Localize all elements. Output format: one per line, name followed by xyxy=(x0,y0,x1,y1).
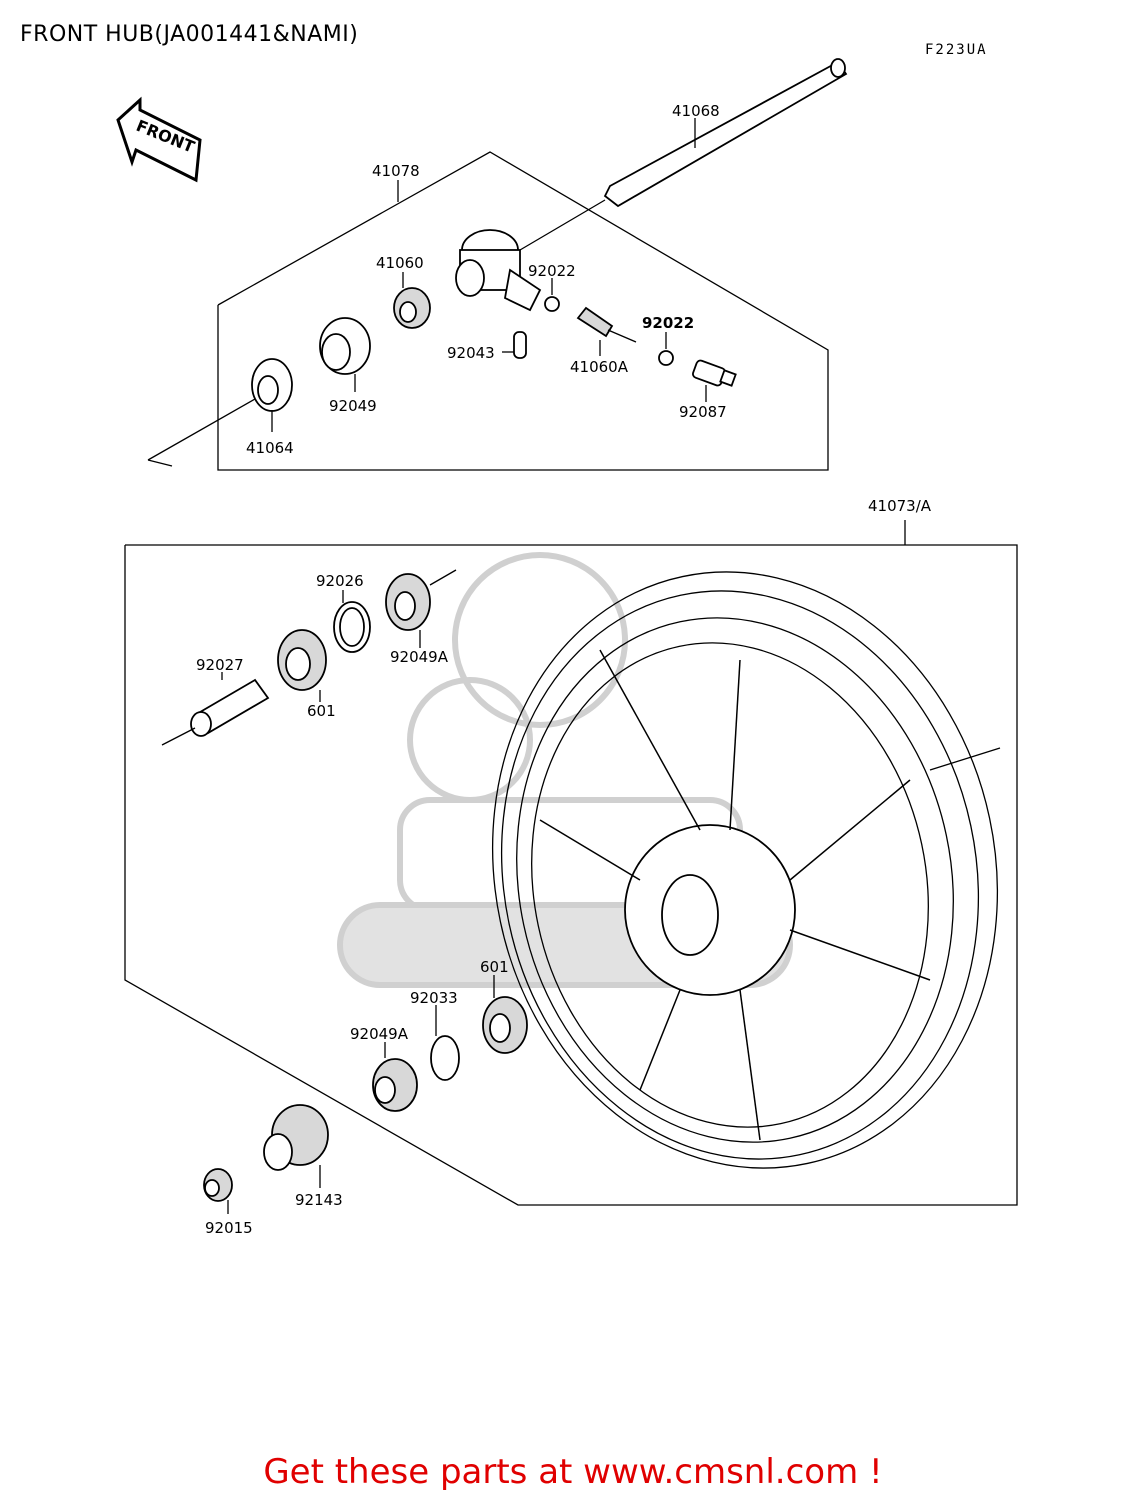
part-92143-collar xyxy=(263,1104,329,1188)
footer-link-text[interactable]: Get these parts at www.cmsnl.com ! xyxy=(263,1452,883,1492)
part-92022-washer-b xyxy=(658,350,674,366)
label-92015: 92015 xyxy=(205,1219,253,1237)
label-92033: 92033 xyxy=(410,989,458,1007)
label-41060a: 41060A xyxy=(570,358,629,376)
part-92049a-oil-seal-bottom xyxy=(372,1042,418,1112)
diagram-code: F223UA xyxy=(925,42,988,58)
part-41060-gear xyxy=(393,272,431,329)
label-92049a-bottom: 92049A xyxy=(350,1025,409,1043)
page-title: FRONT HUB(JA001441&NAMI) xyxy=(20,22,359,47)
part-92087-bushing xyxy=(692,359,737,402)
part-92015-nut xyxy=(203,1168,233,1214)
label-601-bottom: 601 xyxy=(480,958,509,976)
label-92022-b: 92022 xyxy=(642,314,694,332)
label-92087: 92087 xyxy=(679,403,727,421)
label-92049: 92049 xyxy=(329,397,377,415)
label-92043: 92043 xyxy=(447,344,495,362)
part-92026-circlip xyxy=(333,590,371,653)
label-41073: 41073/A xyxy=(868,497,932,515)
part-41064-retainer xyxy=(251,358,293,432)
label-92022-a: 92022 xyxy=(528,262,576,280)
part-92033-circlip xyxy=(430,1005,460,1081)
part-601-bearing-top xyxy=(277,629,327,702)
label-41060: 41060 xyxy=(376,254,424,272)
part-92027-spacer xyxy=(161,672,270,746)
part-41068-axle xyxy=(519,58,848,251)
front-arrow-icon: FRONT xyxy=(116,96,202,183)
label-41078: 41078 xyxy=(372,162,420,180)
part-92043-pin xyxy=(502,331,527,359)
label-601-top: 601 xyxy=(307,702,336,720)
label-41064: 41064 xyxy=(246,439,294,457)
part-601-bearing-bottom xyxy=(482,975,528,1054)
part-gear-housing xyxy=(455,229,542,312)
part-92022-washer-a xyxy=(544,296,560,312)
label-41068: 41068 xyxy=(672,102,720,120)
label-92026: 92026 xyxy=(316,572,364,590)
part-41073-wheel xyxy=(491,571,1001,1169)
part-92049-oil-seal xyxy=(319,317,371,392)
label-92049a-top: 92049A xyxy=(390,648,449,666)
label-92143: 92143 xyxy=(295,1191,343,1209)
part-41060a-pinion xyxy=(576,306,637,356)
wheel-assembly-outline xyxy=(124,520,1018,1206)
label-92027: 92027 xyxy=(196,656,244,674)
part-92049a-oil-seal-top xyxy=(385,569,457,648)
sub-assembly-outline xyxy=(147,151,829,471)
